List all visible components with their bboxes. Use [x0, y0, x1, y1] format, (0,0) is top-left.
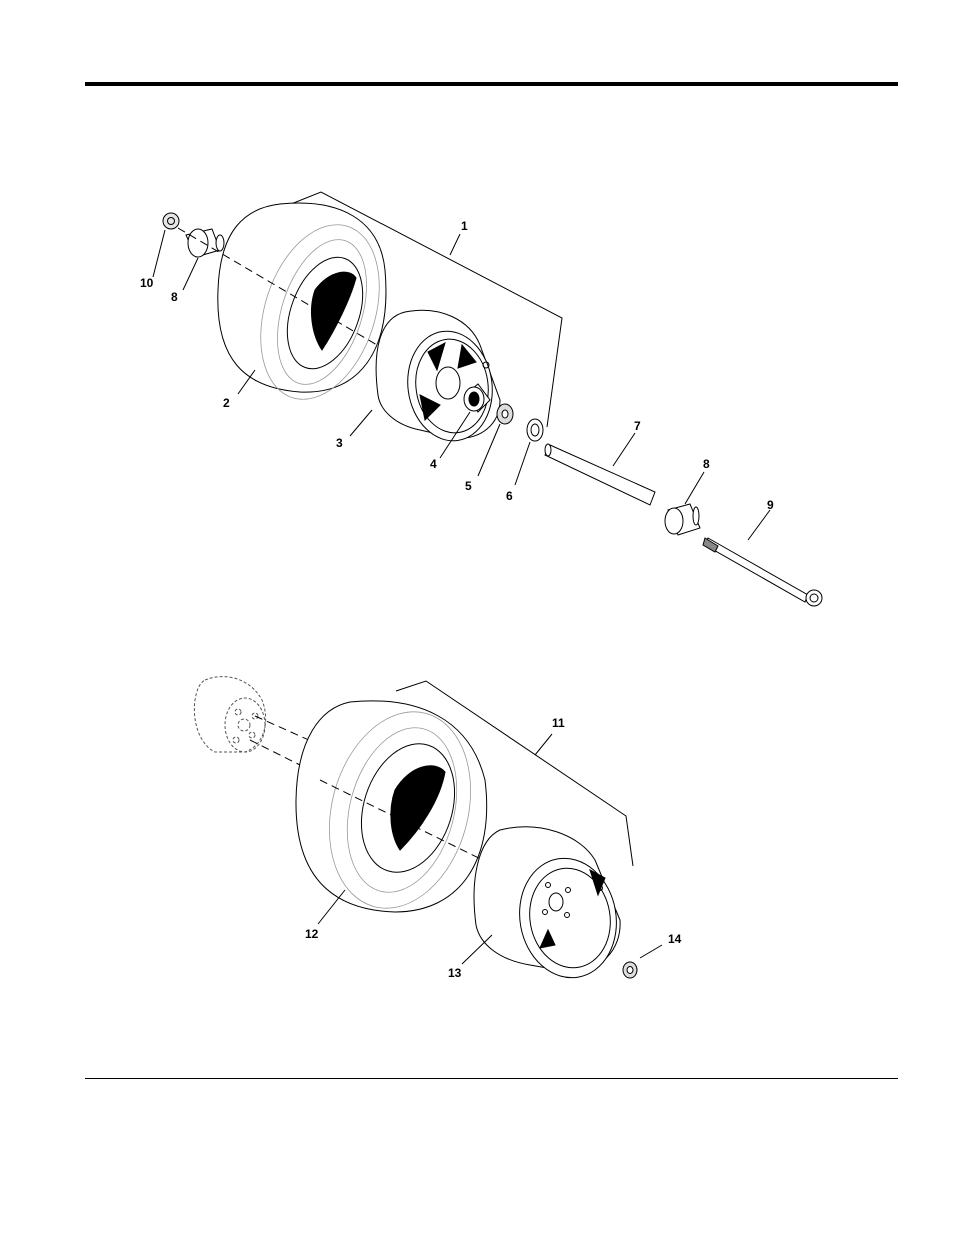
- tire-part-2: [218, 203, 400, 415]
- callout-5: 5: [465, 479, 472, 493]
- nut-part-10: [163, 213, 179, 229]
- callout-11: 11: [552, 716, 565, 730]
- leader-8-lower: [685, 472, 704, 504]
- spacer-part-8-upper: [186, 229, 224, 257]
- callout-12: 12: [305, 927, 319, 941]
- callout-8-upper: 8: [171, 290, 178, 304]
- hub-phantom: [194, 677, 265, 752]
- leader-11: [535, 734, 552, 755]
- callout-3: 3: [336, 436, 343, 450]
- callout-7: 7: [634, 419, 641, 433]
- leader-6: [515, 442, 530, 485]
- bolt-part-9: [703, 538, 822, 606]
- washer-part-5: [497, 404, 513, 424]
- callout-8-lower: 8: [703, 457, 710, 471]
- bottom-rule: [85, 1078, 898, 1079]
- callout-2: 2: [223, 396, 230, 410]
- front-wheel-assembly: [153, 192, 822, 606]
- rim-part-3: [376, 310, 500, 446]
- leader-12: [318, 890, 345, 924]
- leader-14: [640, 945, 662, 958]
- axle-tube-part-7: [545, 444, 655, 505]
- leader-13: [462, 935, 492, 964]
- leader-1: [450, 234, 460, 255]
- lug-nut-part-14: [623, 962, 637, 978]
- leader-9: [748, 510, 770, 540]
- tire-part-12: [296, 696, 492, 924]
- rim-part-13: [474, 827, 626, 986]
- spacer-part-8-lower: [665, 504, 700, 535]
- leader-8-upper: [183, 258, 198, 290]
- callout-13: 13: [448, 966, 462, 980]
- leader-10: [153, 230, 165, 277]
- callout-6: 6: [506, 489, 513, 503]
- callout-9: 9: [767, 498, 774, 512]
- callout-4: 4: [430, 457, 437, 471]
- callout-10: 10: [140, 276, 154, 290]
- leader-7: [613, 433, 635, 466]
- callout-1: 1: [461, 219, 468, 233]
- washer-part-6: [527, 419, 543, 441]
- rear-wheel-assembly: [194, 677, 662, 986]
- leader-3: [350, 410, 372, 436]
- callout-14: 14: [668, 932, 682, 946]
